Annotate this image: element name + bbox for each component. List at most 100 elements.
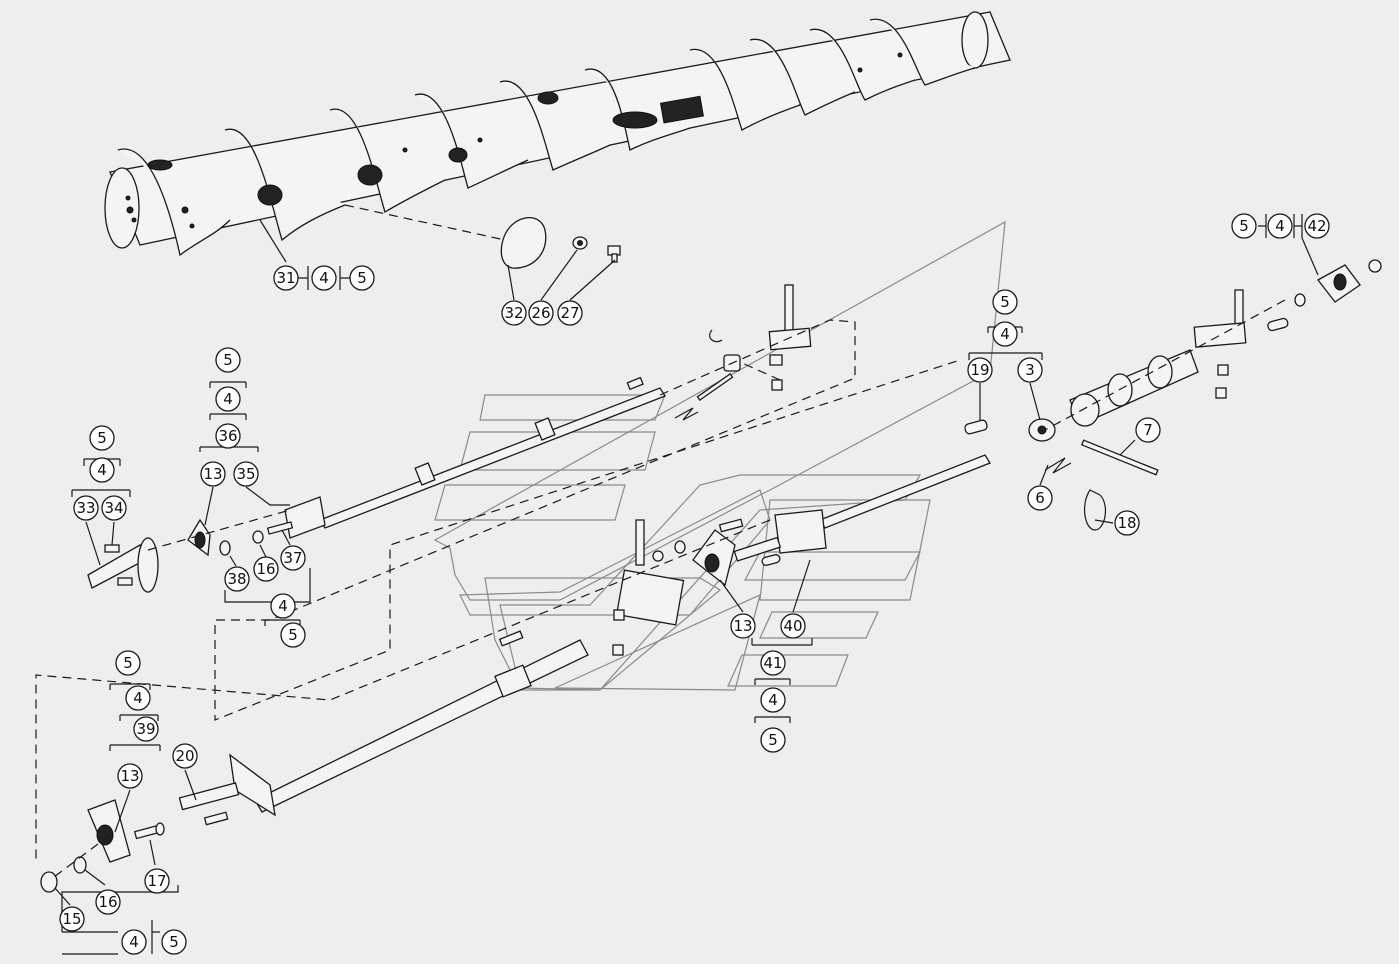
callout-40: 40 xyxy=(780,613,806,639)
svg-text:5: 5 xyxy=(223,351,233,369)
svg-text:3: 3 xyxy=(1025,361,1035,379)
svg-text:27: 27 xyxy=(560,304,579,322)
callout-4: 4 xyxy=(121,929,147,955)
svg-text:31: 31 xyxy=(276,269,295,287)
svg-text:5: 5 xyxy=(1000,293,1010,311)
watermark-logo xyxy=(433,220,1006,691)
svg-text:6: 6 xyxy=(1035,489,1045,507)
callout-4: 4 xyxy=(311,265,337,291)
assembly-centerlines xyxy=(35,204,1286,881)
svg-text:32: 32 xyxy=(504,304,523,322)
svg-text:5: 5 xyxy=(97,429,107,447)
bearing-flange-left xyxy=(187,518,211,557)
clamp-block-right xyxy=(1193,289,1247,399)
svg-text:13: 13 xyxy=(203,465,222,483)
svg-text:33: 33 xyxy=(76,499,95,517)
callout-34: 34 xyxy=(101,495,127,521)
callout-4: 4 xyxy=(89,457,115,483)
callout-5: 5 xyxy=(349,265,375,291)
callout-13: 13 xyxy=(730,613,756,639)
callout-20: 20 xyxy=(172,743,198,769)
svg-text:5: 5 xyxy=(288,626,298,644)
svg-text:26: 26 xyxy=(531,304,550,322)
fastener-set xyxy=(40,518,744,893)
callout-6: 6 xyxy=(1027,485,1053,511)
svg-text:37: 37 xyxy=(283,549,302,567)
callout-7: 7 xyxy=(1135,417,1161,443)
callout-31: 31 xyxy=(273,265,299,291)
svg-text:41: 41 xyxy=(763,654,782,672)
svg-text:40: 40 xyxy=(783,617,802,635)
svg-text:20: 20 xyxy=(175,747,194,765)
callout-18: 18 xyxy=(1114,510,1140,536)
svg-text:18: 18 xyxy=(1117,514,1136,532)
callout-5: 5 xyxy=(89,425,115,451)
svg-text:4: 4 xyxy=(278,597,288,615)
callout-5: 5 xyxy=(992,289,1018,315)
svg-text:36: 36 xyxy=(218,427,237,445)
svg-text:35: 35 xyxy=(236,465,255,483)
callout-16: 16 xyxy=(253,556,279,582)
leader-lines xyxy=(54,214,1319,955)
r-clip xyxy=(674,329,1107,531)
clamp-block-center xyxy=(612,519,685,656)
svg-text:4: 4 xyxy=(768,691,778,709)
callout-27: 27 xyxy=(557,300,583,326)
callout-3: 3 xyxy=(1017,357,1043,383)
svg-text:38: 38 xyxy=(227,570,246,588)
svg-text:42: 42 xyxy=(1307,217,1326,235)
svg-text:15: 15 xyxy=(62,910,81,928)
callout-5: 5 xyxy=(760,727,786,753)
svg-text:19: 19 xyxy=(970,361,989,379)
callout-26: 26 xyxy=(528,300,554,326)
svg-text:17: 17 xyxy=(147,872,166,890)
callout-17: 17 xyxy=(144,868,170,894)
splined-hub-shaft xyxy=(1069,349,1199,427)
callout-5: 5 xyxy=(161,929,187,955)
callout-4: 4 xyxy=(760,687,786,713)
svg-text:16: 16 xyxy=(256,560,275,578)
svg-text:5: 5 xyxy=(169,933,179,951)
svg-text:5: 5 xyxy=(768,731,778,749)
callout-13: 13 xyxy=(200,461,226,487)
callout-4: 4 xyxy=(992,321,1018,347)
callout-5: 5 xyxy=(115,650,141,676)
key xyxy=(761,317,1289,566)
svg-text:4: 4 xyxy=(133,689,143,707)
callout-39: 39 xyxy=(133,716,159,742)
callout-5: 5 xyxy=(280,622,306,648)
callout-42: 42 xyxy=(1304,213,1330,239)
callout-36: 36 xyxy=(215,423,241,449)
auger-tube xyxy=(104,11,1011,257)
svg-text:5: 5 xyxy=(357,269,367,287)
upper-shaft xyxy=(284,376,666,539)
washer xyxy=(572,236,588,250)
svg-text:5: 5 xyxy=(1239,217,1249,235)
callout-32: 32 xyxy=(501,300,527,326)
callout-4: 4 xyxy=(1267,213,1293,239)
bearing-flange-center xyxy=(692,529,736,587)
callout-33: 33 xyxy=(73,495,99,521)
svg-text:4: 4 xyxy=(1275,217,1285,235)
svg-text:34: 34 xyxy=(104,499,123,517)
svg-text:4: 4 xyxy=(223,390,233,408)
svg-text:4: 4 xyxy=(97,461,107,479)
svg-text:7: 7 xyxy=(1143,421,1153,439)
svg-text:13: 13 xyxy=(120,767,139,785)
bearing-flange-right xyxy=(1294,259,1382,307)
flange-stub-shaft xyxy=(87,537,159,593)
svg-text:39: 39 xyxy=(136,720,155,738)
callout-16: 16 xyxy=(95,889,121,915)
callout-37: 37 xyxy=(280,545,306,571)
callout-15: 15 xyxy=(59,906,85,932)
collar xyxy=(1028,418,1056,442)
cover-plate xyxy=(500,217,547,269)
callout-38: 38 xyxy=(224,566,250,592)
callout-13: 13 xyxy=(117,763,143,789)
callout-4: 4 xyxy=(215,386,241,412)
svg-text:4: 4 xyxy=(129,933,139,951)
clamp-block-upper xyxy=(723,284,812,391)
svg-text:4: 4 xyxy=(319,269,329,287)
